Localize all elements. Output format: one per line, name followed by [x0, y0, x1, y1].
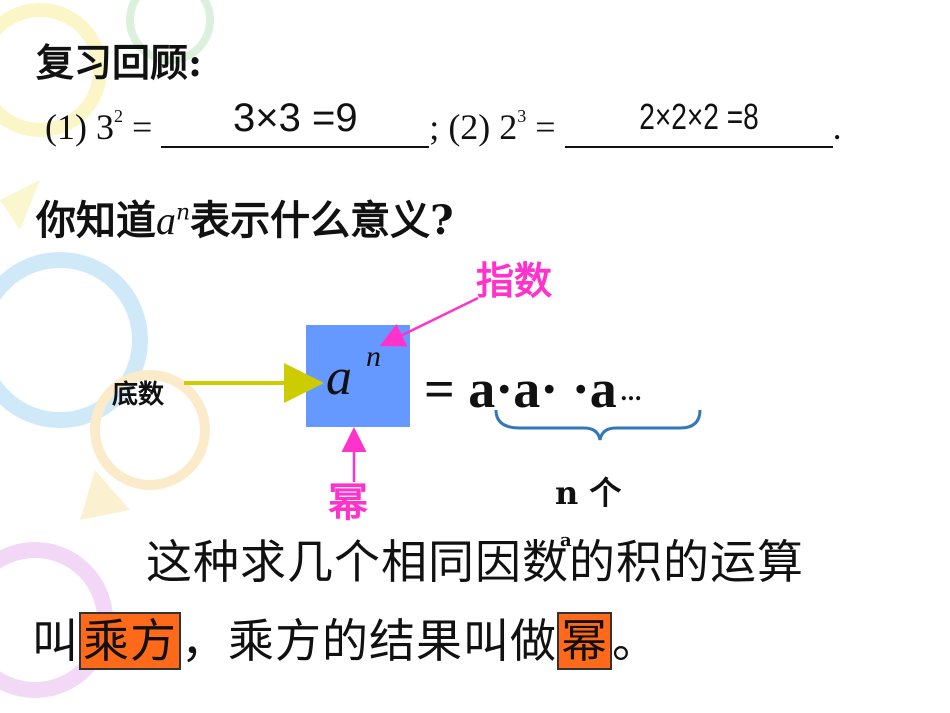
- power-label: 幂: [328, 479, 368, 526]
- exercise-1-prefix: (1) 3: [45, 107, 114, 147]
- question-variable: a: [156, 198, 176, 243]
- exercise-2-blank: 2×2×2 =8: [564, 96, 833, 148]
- exercise-1-blank: 3×3 =9: [161, 96, 430, 148]
- exercise-1-exponent: 2: [113, 106, 123, 126]
- exercise-2-answer: 2×2×2 =8: [638, 96, 759, 137]
- definition-line-1: 这种求几个相同因数的积的运算: [146, 535, 804, 589]
- question-exponent: n: [176, 200, 191, 226]
- exercise-2-exponent: 3: [517, 106, 527, 126]
- exercise-2-end: .: [832, 107, 842, 147]
- exponent-arrow: [379, 296, 479, 347]
- definition-line-2: 叫乘方，乘方的结果叫做幂。: [32, 605, 659, 671]
- power-base-variable: a: [326, 349, 352, 406]
- definition-prefix: 叫: [32, 614, 79, 668]
- review-heading: 复习回顾:: [36, 40, 203, 85]
- exponent-label: 指数: [476, 258, 553, 303]
- question-suffix: 表示什么意义?: [190, 197, 454, 244]
- definition-end: 。: [612, 614, 659, 668]
- definition-middle: ，乘方的结果叫做: [181, 614, 557, 668]
- ellipsis: …: [620, 380, 642, 406]
- exercise-separator: ;: [429, 107, 449, 147]
- product-expansion: = a·a· ·a: [424, 359, 617, 419]
- question-line: 你知道an表示什么意义?: [36, 188, 454, 246]
- factor-brace: [494, 409, 702, 441]
- question-prefix: 你知道: [36, 197, 156, 244]
- exercise-line: (1) 32 = 3×3 =9 ; (2) 23 = 2×2×2 =8 .: [45, 96, 842, 148]
- exercise-1-equals: =: [122, 107, 153, 147]
- term-power: 幂: [557, 612, 612, 670]
- stray-character: a: [560, 530, 572, 551]
- power-exponent-variable: n: [366, 340, 381, 373]
- exercise-2-equals: =: [526, 107, 556, 147]
- factor-count-label: n 个: [555, 474, 622, 512]
- exercise-1-answer: 3×3 =9: [233, 96, 358, 140]
- base-label: 底数: [112, 380, 165, 410]
- exercise-2-prefix: (2) 2: [448, 107, 518, 147]
- term-exponentiation: 乘方: [79, 612, 181, 670]
